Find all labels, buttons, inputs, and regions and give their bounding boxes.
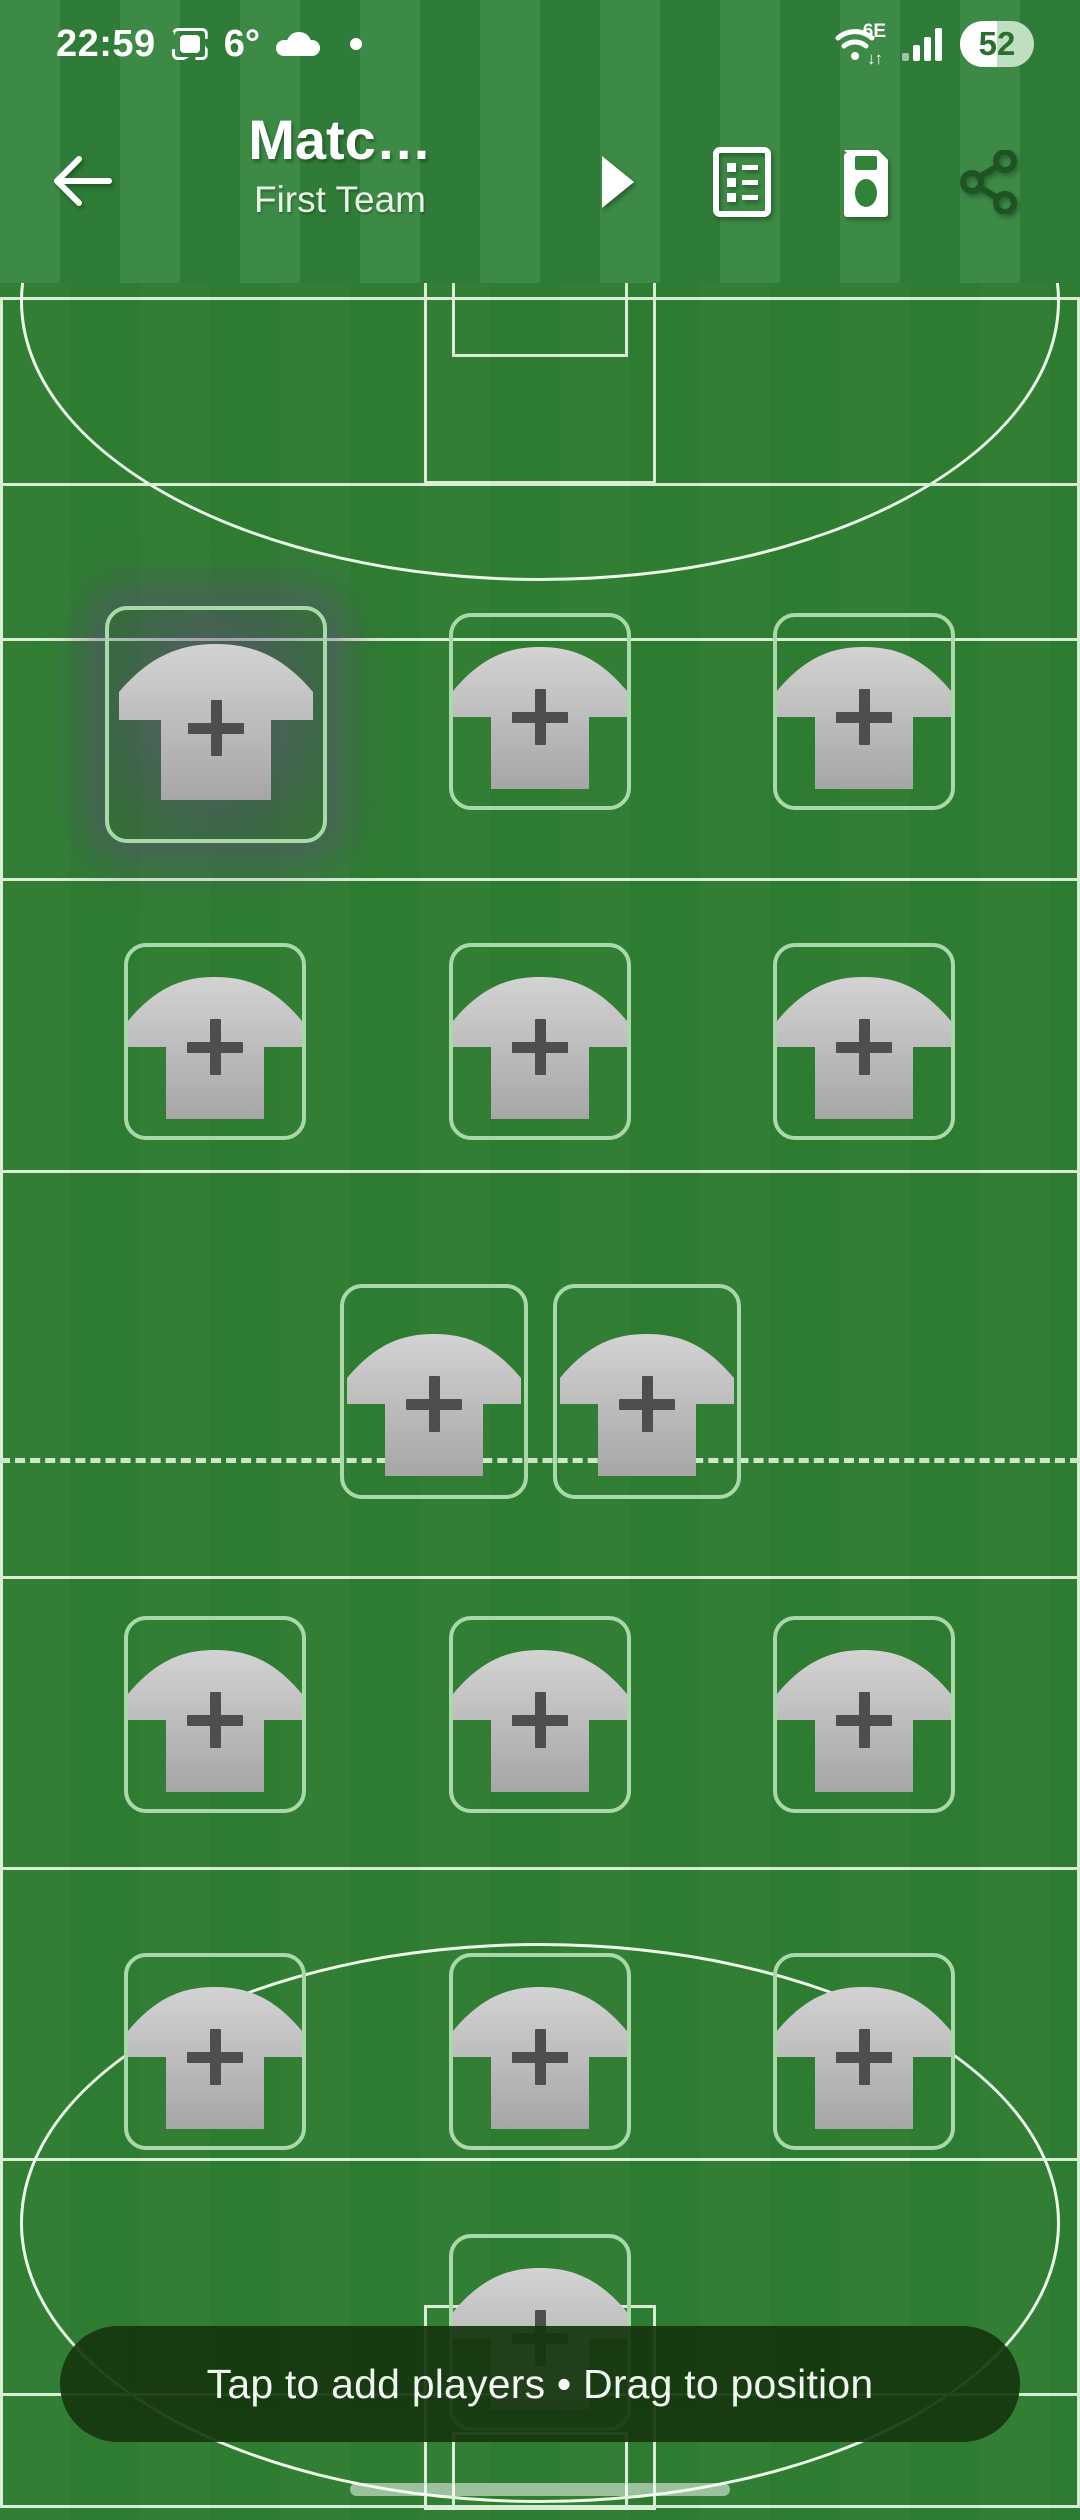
player-slot[interactable] [773,1953,955,2150]
cloud-icon [276,32,321,56]
plus-icon [619,1376,675,1432]
status-bar: 22:59 6° 6E ↓↑ 52 [0,0,1080,88]
back-button[interactable] [38,138,128,228]
player-slot[interactable] [449,943,631,1140]
plus-icon [836,2029,892,2085]
football-pitch[interactable]: Tap to add players • Drag to position [0,283,1080,2520]
plus-icon [188,700,244,756]
plus-icon [187,1692,243,1748]
plus-icon [512,1692,568,1748]
battery-indicator: 52 [960,21,1034,67]
wifi-transfer-arrows: ↓↑ [867,49,883,68]
notification-dot [350,38,363,50]
gesture-navigation-handle[interactable] [350,2483,730,2496]
pitch-line-1 [0,483,1080,486]
plus-icon [836,1692,892,1748]
pitch-line-4 [0,1170,1080,1173]
pitch-line-6 [0,1867,1080,1870]
plus-icon [406,1376,462,1432]
pitch-line-3 [0,878,1080,881]
play-triangle-icon [598,154,638,215]
plus-icon [512,689,568,745]
page-title: Matc… [248,108,432,171]
bottom-goal-area [452,2432,628,2510]
player-slot[interactable] [105,606,327,843]
plus-icon [187,1019,243,1075]
pitch-line-2 [0,638,1080,641]
pitch-left-sideline [0,297,3,2507]
plus-icon [187,2029,243,2085]
plus-icon [836,689,892,745]
plus-icon [512,2029,568,2085]
plus-icon [836,1019,892,1075]
pitch-right-sideline [1077,297,1080,2507]
bottom-penalty-arc [20,1943,1060,2503]
pitch-line-5 [0,1576,1080,1579]
back-arrow-icon [51,153,115,214]
player-slot[interactable] [553,1284,741,1499]
share-nodes-icon [960,148,1020,219]
player-slot[interactable] [773,1616,955,1813]
plus-icon [512,1019,568,1075]
player-slot[interactable] [773,943,955,1140]
save-button[interactable] [804,132,928,236]
screenshot-capsule-icon [172,28,208,60]
player-slot[interactable] [124,1953,306,2150]
battery-level-label: 52 [978,25,1016,62]
list-button[interactable] [680,132,804,236]
player-slot[interactable] [449,613,631,810]
player-slot[interactable] [340,1284,528,1499]
status-bar-left: 22:59 6° [56,23,363,65]
list-view-icon [713,146,771,222]
title-block: Matc… First Team [150,108,530,223]
player-slot[interactable] [124,943,306,1140]
cellular-signal-icon [902,27,942,61]
status-bar-right: 6E ↓↑ 52 [832,21,1034,67]
hint-banner-text: Tap to add players • Drag to position [206,2360,874,2407]
floppy-disk-save-icon [839,147,893,222]
wifi-6e-label: 6E [862,21,886,42]
player-slot[interactable] [449,1953,631,2150]
player-slot[interactable] [773,613,955,810]
play-button[interactable] [556,132,680,236]
page-subtitle: First Team [253,179,426,221]
app-bar-row: Matc… First Team [0,88,1080,283]
pitch-bottom-touchline [0,2505,1080,2508]
share-button[interactable] [928,132,1052,236]
status-time: 22:59 [56,23,156,65]
wifi-icon: 6E ↓↑ [832,21,886,68]
player-slot[interactable] [124,1616,306,1813]
status-temperature: 6° [223,23,261,65]
halfway-dashed-line [0,1458,1080,1463]
player-slot[interactable] [449,1616,631,1813]
app-bar-actions [556,132,1052,236]
top-penalty-arc [20,283,1060,581]
hint-banner: Tap to add players • Drag to position [60,2326,1020,2442]
